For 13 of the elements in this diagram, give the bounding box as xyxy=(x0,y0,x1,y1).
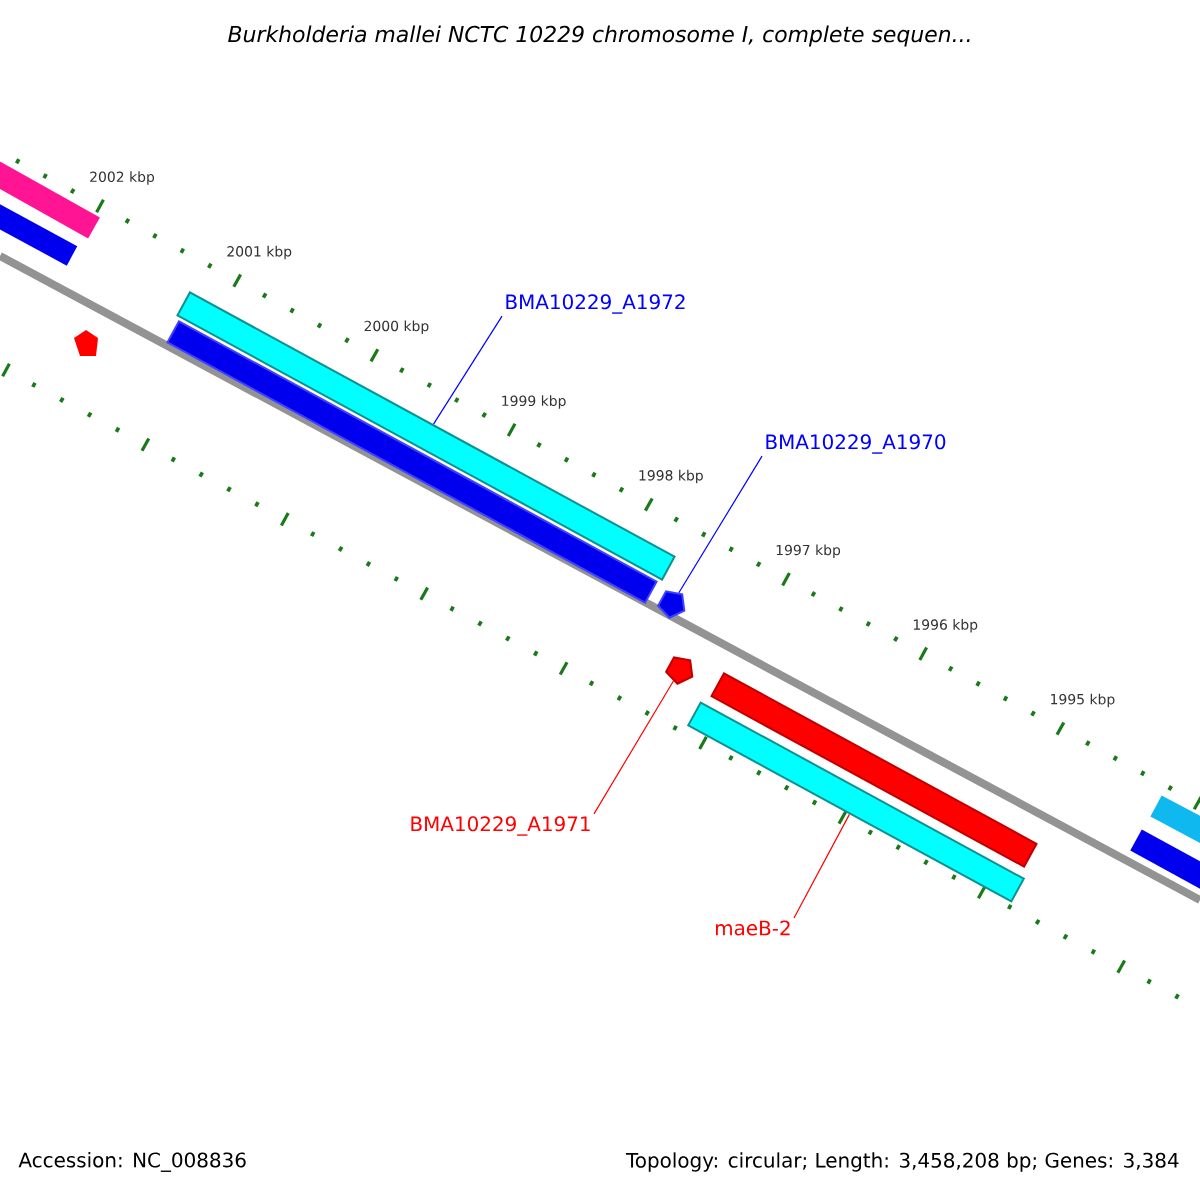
gene-marker xyxy=(664,656,694,685)
leader-line xyxy=(432,315,503,425)
accession-text: Accession: NC_008836 xyxy=(18,1152,246,1172)
gene-label: BMA10229_A1971 xyxy=(411,816,590,836)
gene-label: maeB-2 xyxy=(716,920,790,936)
gene-label: BMA10229_A1972 xyxy=(506,294,685,314)
gene-marker xyxy=(656,590,686,619)
genome-info-text: Topology: circular; Length: 3,458,208 bp; Genes: 3,384 xyxy=(625,1152,1179,1172)
leader-line xyxy=(793,813,850,919)
gene-label: BMA10229_A1970 xyxy=(766,434,946,454)
leader-line xyxy=(593,680,675,815)
title: Burkholderia mallei NCTC 10229 chromosome I, complete sequen... xyxy=(228,25,970,47)
leader-line xyxy=(678,455,763,594)
